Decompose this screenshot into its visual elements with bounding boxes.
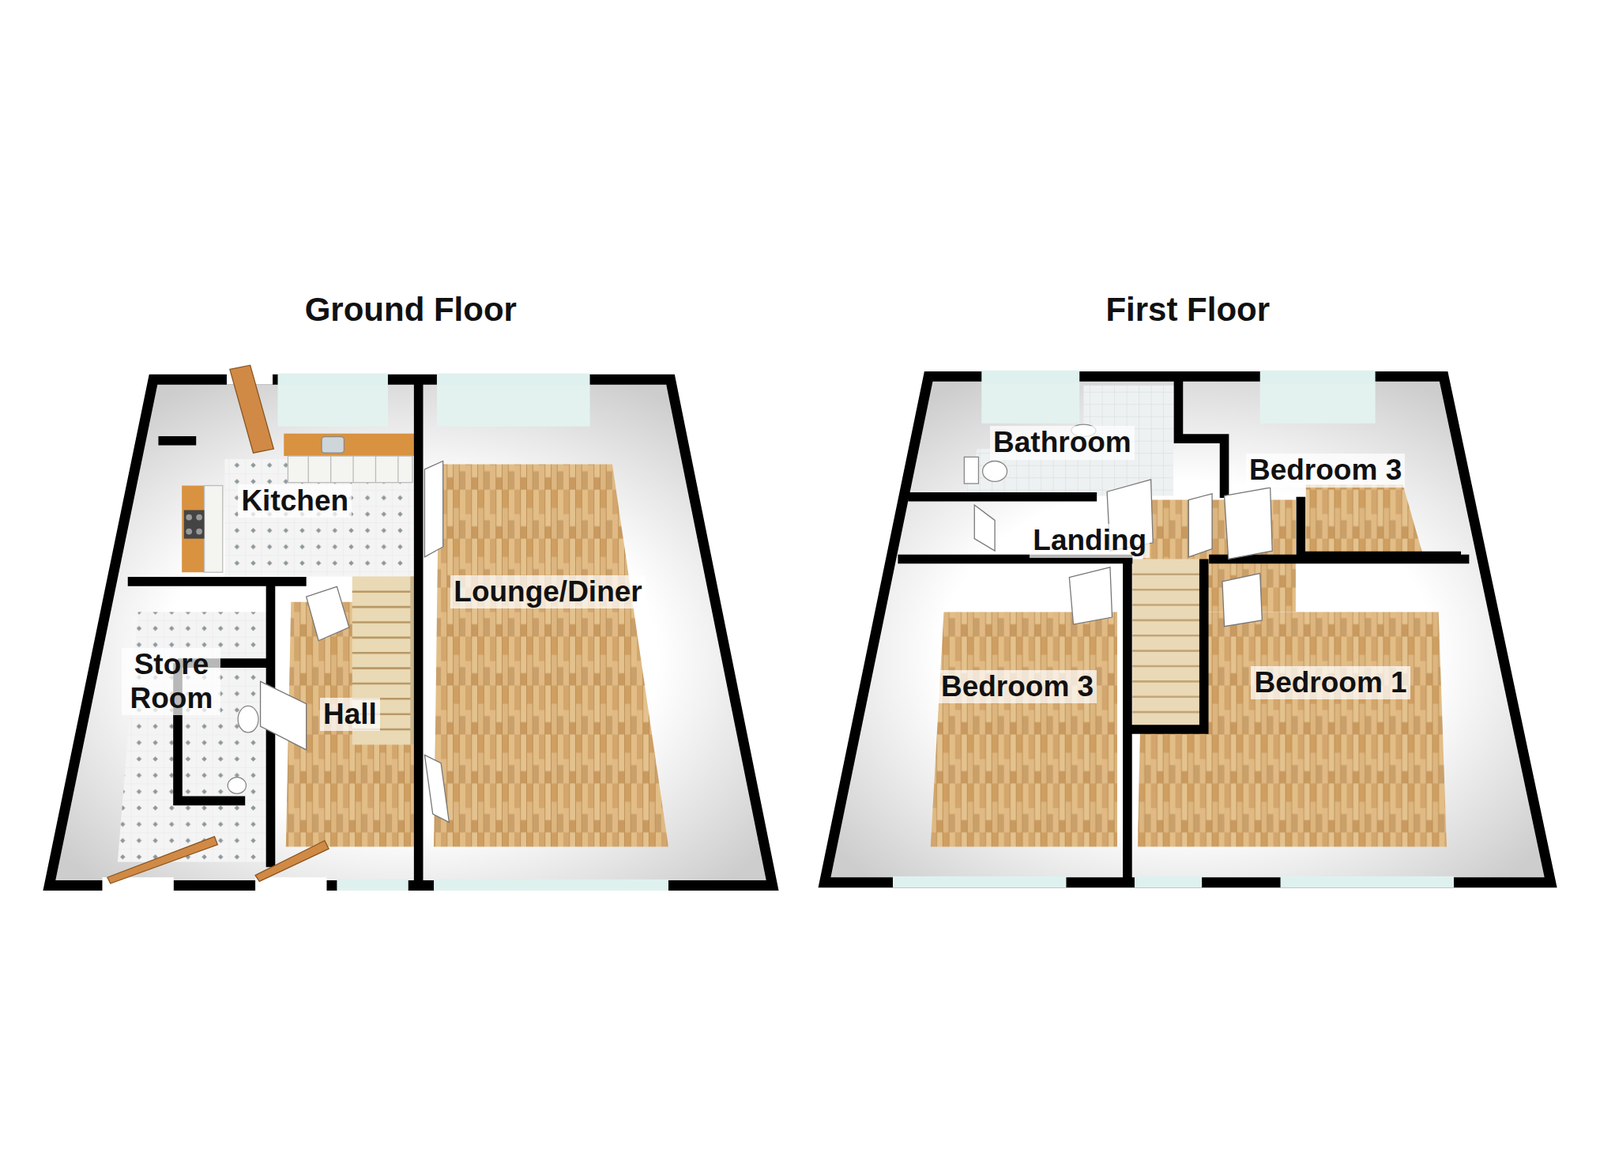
hob <box>184 509 205 539</box>
interior-wall <box>897 376 1469 879</box>
outer-wall <box>48 379 772 885</box>
sink <box>321 436 344 454</box>
room-name: Landing <box>1032 523 1147 558</box>
window <box>336 879 408 891</box>
lounge-floor <box>433 463 669 847</box>
floor-plan-panel: Ground FloorKitchenStore RoomHall Lounge/… <box>41 290 781 893</box>
first-floor-plan <box>824 370 1551 889</box>
interior-wall <box>128 379 419 885</box>
internal-door <box>1069 567 1112 625</box>
external-door <box>255 840 329 882</box>
wall-faces <box>48 379 772 885</box>
wall-faces <box>824 376 1551 882</box>
window <box>981 370 1080 383</box>
room-name: Store Room <box>124 647 218 716</box>
floor-heading: Ground Floor <box>41 290 781 329</box>
window <box>278 372 388 385</box>
toilet <box>982 461 1008 482</box>
floor-plan-panel: First FloorBathroomBedroom 3LandingBedro… <box>816 290 1559 893</box>
external-door <box>229 365 275 453</box>
stairwell <box>1132 558 1202 727</box>
room-name: Hall <box>323 697 377 732</box>
window <box>1260 370 1376 383</box>
room-label-box: Bedroom 3 <box>1246 453 1405 488</box>
basin <box>227 777 246 795</box>
cistern <box>963 456 979 484</box>
room-label-box: Bathroom <box>990 425 1135 460</box>
room-label-box: Hall <box>320 697 381 732</box>
window <box>892 876 1066 888</box>
hob-ring <box>195 514 203 521</box>
cabinet-doors <box>308 455 399 483</box>
room-name: Bedroom 3 <box>1249 453 1402 488</box>
room-label-box: Bedroom 3 <box>937 670 1097 704</box>
ground-floor-plan <box>48 365 772 892</box>
cabinets <box>204 485 223 573</box>
room-name: Bedroom 3 <box>941 670 1094 704</box>
window <box>436 372 591 385</box>
cabinets <box>287 455 412 483</box>
room-label-box: Store Room <box>121 647 221 716</box>
window-glass <box>1260 382 1376 424</box>
outer-wall <box>824 376 1551 882</box>
room-name: Lounge/Diner <box>453 575 642 610</box>
room-label-box: Landing <box>1029 523 1150 558</box>
floor-heading: First Floor <box>816 290 1559 329</box>
toilet <box>237 705 259 733</box>
internal-door <box>424 461 443 558</box>
window-glass <box>436 385 591 427</box>
hob-ring <box>185 528 192 535</box>
room-label-box: Bedroom 1 <box>1250 666 1410 701</box>
room-label-box: Kitchen <box>237 484 352 519</box>
window <box>1280 876 1454 888</box>
internal-door <box>424 754 449 822</box>
room-name: Bedroom 1 <box>1253 666 1407 701</box>
hob-ring <box>185 514 192 521</box>
window <box>433 879 669 891</box>
cupboard-door <box>974 504 995 551</box>
hob-ring <box>195 528 203 535</box>
bedroom-floor <box>1306 484 1424 556</box>
internal-door <box>306 586 350 640</box>
internal-door <box>1222 573 1262 627</box>
internal-door <box>1224 487 1273 559</box>
window-glass <box>278 385 388 427</box>
room-name: Bathroom <box>993 425 1132 460</box>
window-glass <box>981 382 1080 424</box>
room-name: Kitchen <box>240 484 349 519</box>
stair-treads <box>1132 574 1202 712</box>
door-opening <box>255 877 327 892</box>
external-door <box>107 836 218 884</box>
window <box>1134 876 1202 888</box>
worktop <box>283 433 415 456</box>
store-tiles <box>117 612 268 863</box>
internal-door <box>1188 493 1213 558</box>
internal-door <box>260 681 307 750</box>
bedroom-floor <box>930 612 1118 848</box>
worktop <box>181 485 204 573</box>
room-label-box: Lounge/Diner <box>450 575 645 610</box>
